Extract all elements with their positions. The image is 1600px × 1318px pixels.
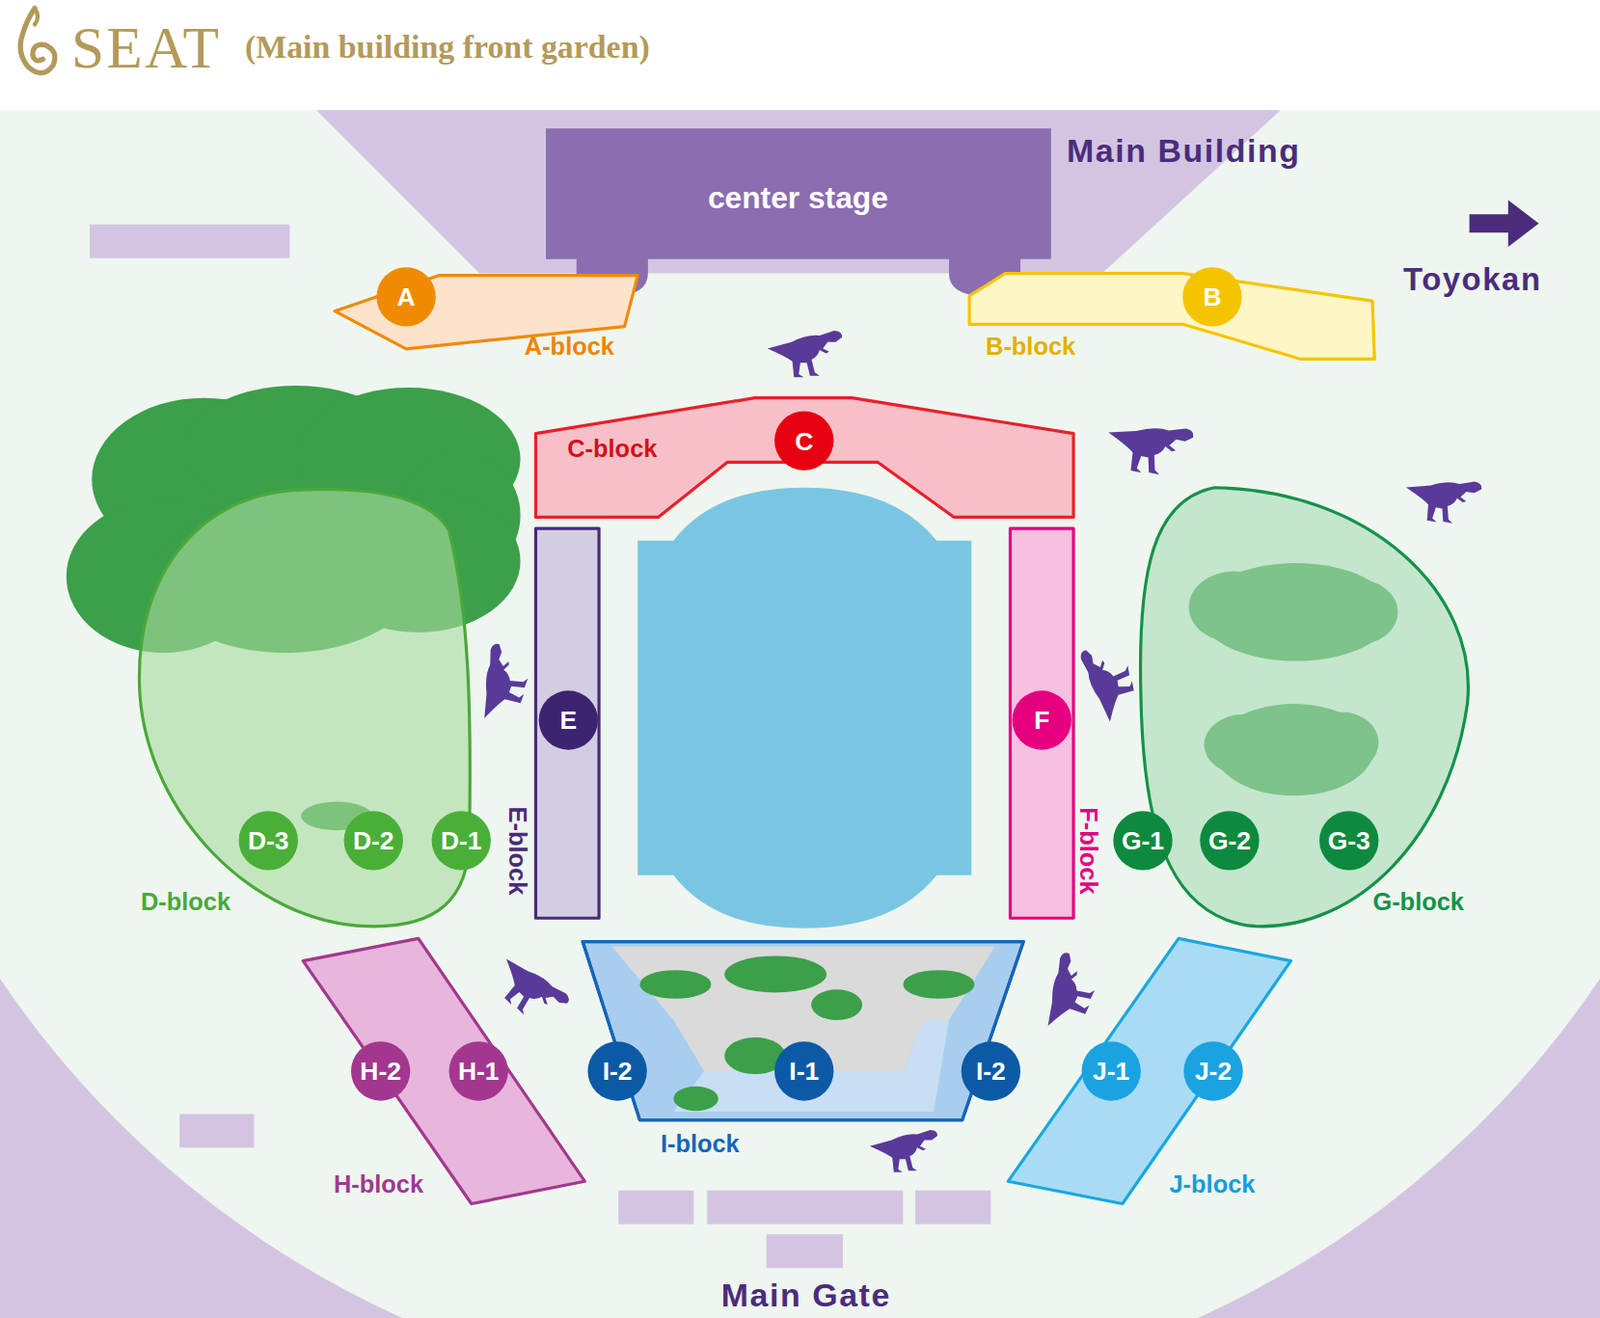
- seat-block: F-block F: [1004, 524, 1108, 924]
- seat-marker: G-1: [1112, 811, 1172, 870]
- marker-label: B: [1202, 284, 1221, 310]
- seat-marker: A: [376, 267, 435, 326]
- marker-label: A: [397, 284, 416, 310]
- seat-marker: J-2: [1183, 1041, 1243, 1101]
- marker-label: I-1: [788, 1058, 819, 1085]
- seat-area: G-blockG-1G-2G-3: [1132, 479, 1480, 934]
- seat-marker: H-1: [449, 1041, 509, 1101]
- seat-block: B-block B: [961, 265, 1383, 368]
- building-label: Main Building: [1066, 135, 1302, 168]
- direction-label: Toyokan: [1403, 264, 1543, 297]
- seat-marker: D-1: [432, 811, 491, 870]
- block-outline: [1132, 479, 1480, 934]
- marker-label: D-2: [352, 828, 395, 854]
- marker-label: J-2: [1194, 1058, 1232, 1085]
- page-title: SEAT: [71, 18, 221, 78]
- subtitle: (Main building front garden): [244, 30, 651, 64]
- stage-label: center stage: [707, 182, 889, 214]
- marker-label: E: [560, 707, 578, 733]
- seat-block: I-block I-2 I-1 I-2: [576, 936, 1031, 1162]
- block-label: D-block: [140, 890, 231, 915]
- block-label: G-block: [1372, 890, 1465, 915]
- marker-label: H-2: [359, 1058, 402, 1085]
- seat-marker: E: [539, 690, 598, 750]
- seat-block: A-block A: [326, 267, 646, 366]
- seat-block: C-block C: [530, 392, 1079, 522]
- block-outline: [127, 479, 480, 929]
- marker-label: G-1: [1121, 828, 1165, 854]
- block-label: A-block: [524, 334, 615, 359]
- block-label: E-block: [505, 807, 530, 896]
- marker-label: G-2: [1208, 828, 1251, 854]
- seat-marker: J-1: [1082, 1041, 1141, 1101]
- marker-label: J-1: [1092, 1058, 1130, 1085]
- seat-marker: D-2: [344, 811, 404, 870]
- marker-label: G-3: [1328, 828, 1371, 854]
- seat-marker: I-2: [587, 1041, 647, 1101]
- seat-marker: H-2: [351, 1041, 410, 1101]
- seat-block: J-block J-1 J-2: [1000, 933, 1297, 1210]
- seat-block: H-block H-2 H-1: [296, 933, 593, 1210]
- block-outline: [1000, 933, 1297, 1210]
- seat-marker: C: [774, 410, 834, 470]
- seat-marker: B: [1182, 267, 1242, 326]
- block-outline: [296, 933, 593, 1210]
- seat-block: E-block E: [499, 524, 604, 924]
- seat-marker: D-3: [239, 811, 299, 870]
- seat-marker: F: [1012, 690, 1072, 750]
- block-label: C-block: [567, 436, 657, 462]
- block-label: F-block: [1076, 807, 1101, 895]
- seat-marker: G-3: [1319, 811, 1379, 870]
- seat-marker: G-2: [1199, 811, 1259, 870]
- marker-label: I-2: [602, 1058, 633, 1085]
- seat-marker: I-2: [961, 1041, 1021, 1101]
- seat-area: D-block D-3 D-2 D-1: [127, 479, 480, 929]
- marker-label: H-1: [458, 1058, 500, 1085]
- block-label: B-block: [985, 334, 1076, 359]
- block-label: I-block: [660, 1131, 740, 1156]
- block-label: J-block: [1168, 1172, 1255, 1197]
- block-label: H-block: [333, 1172, 424, 1197]
- gate-label: Main Gate: [721, 1279, 892, 1313]
- marker-label: D-3: [247, 828, 290, 854]
- seat-marker: I-1: [774, 1041, 834, 1101]
- marker-label: D-1: [440, 828, 483, 854]
- marker-label: F: [1033, 707, 1050, 733]
- marker-label: C: [794, 428, 814, 454]
- marker-label: I-2: [976, 1058, 1006, 1085]
